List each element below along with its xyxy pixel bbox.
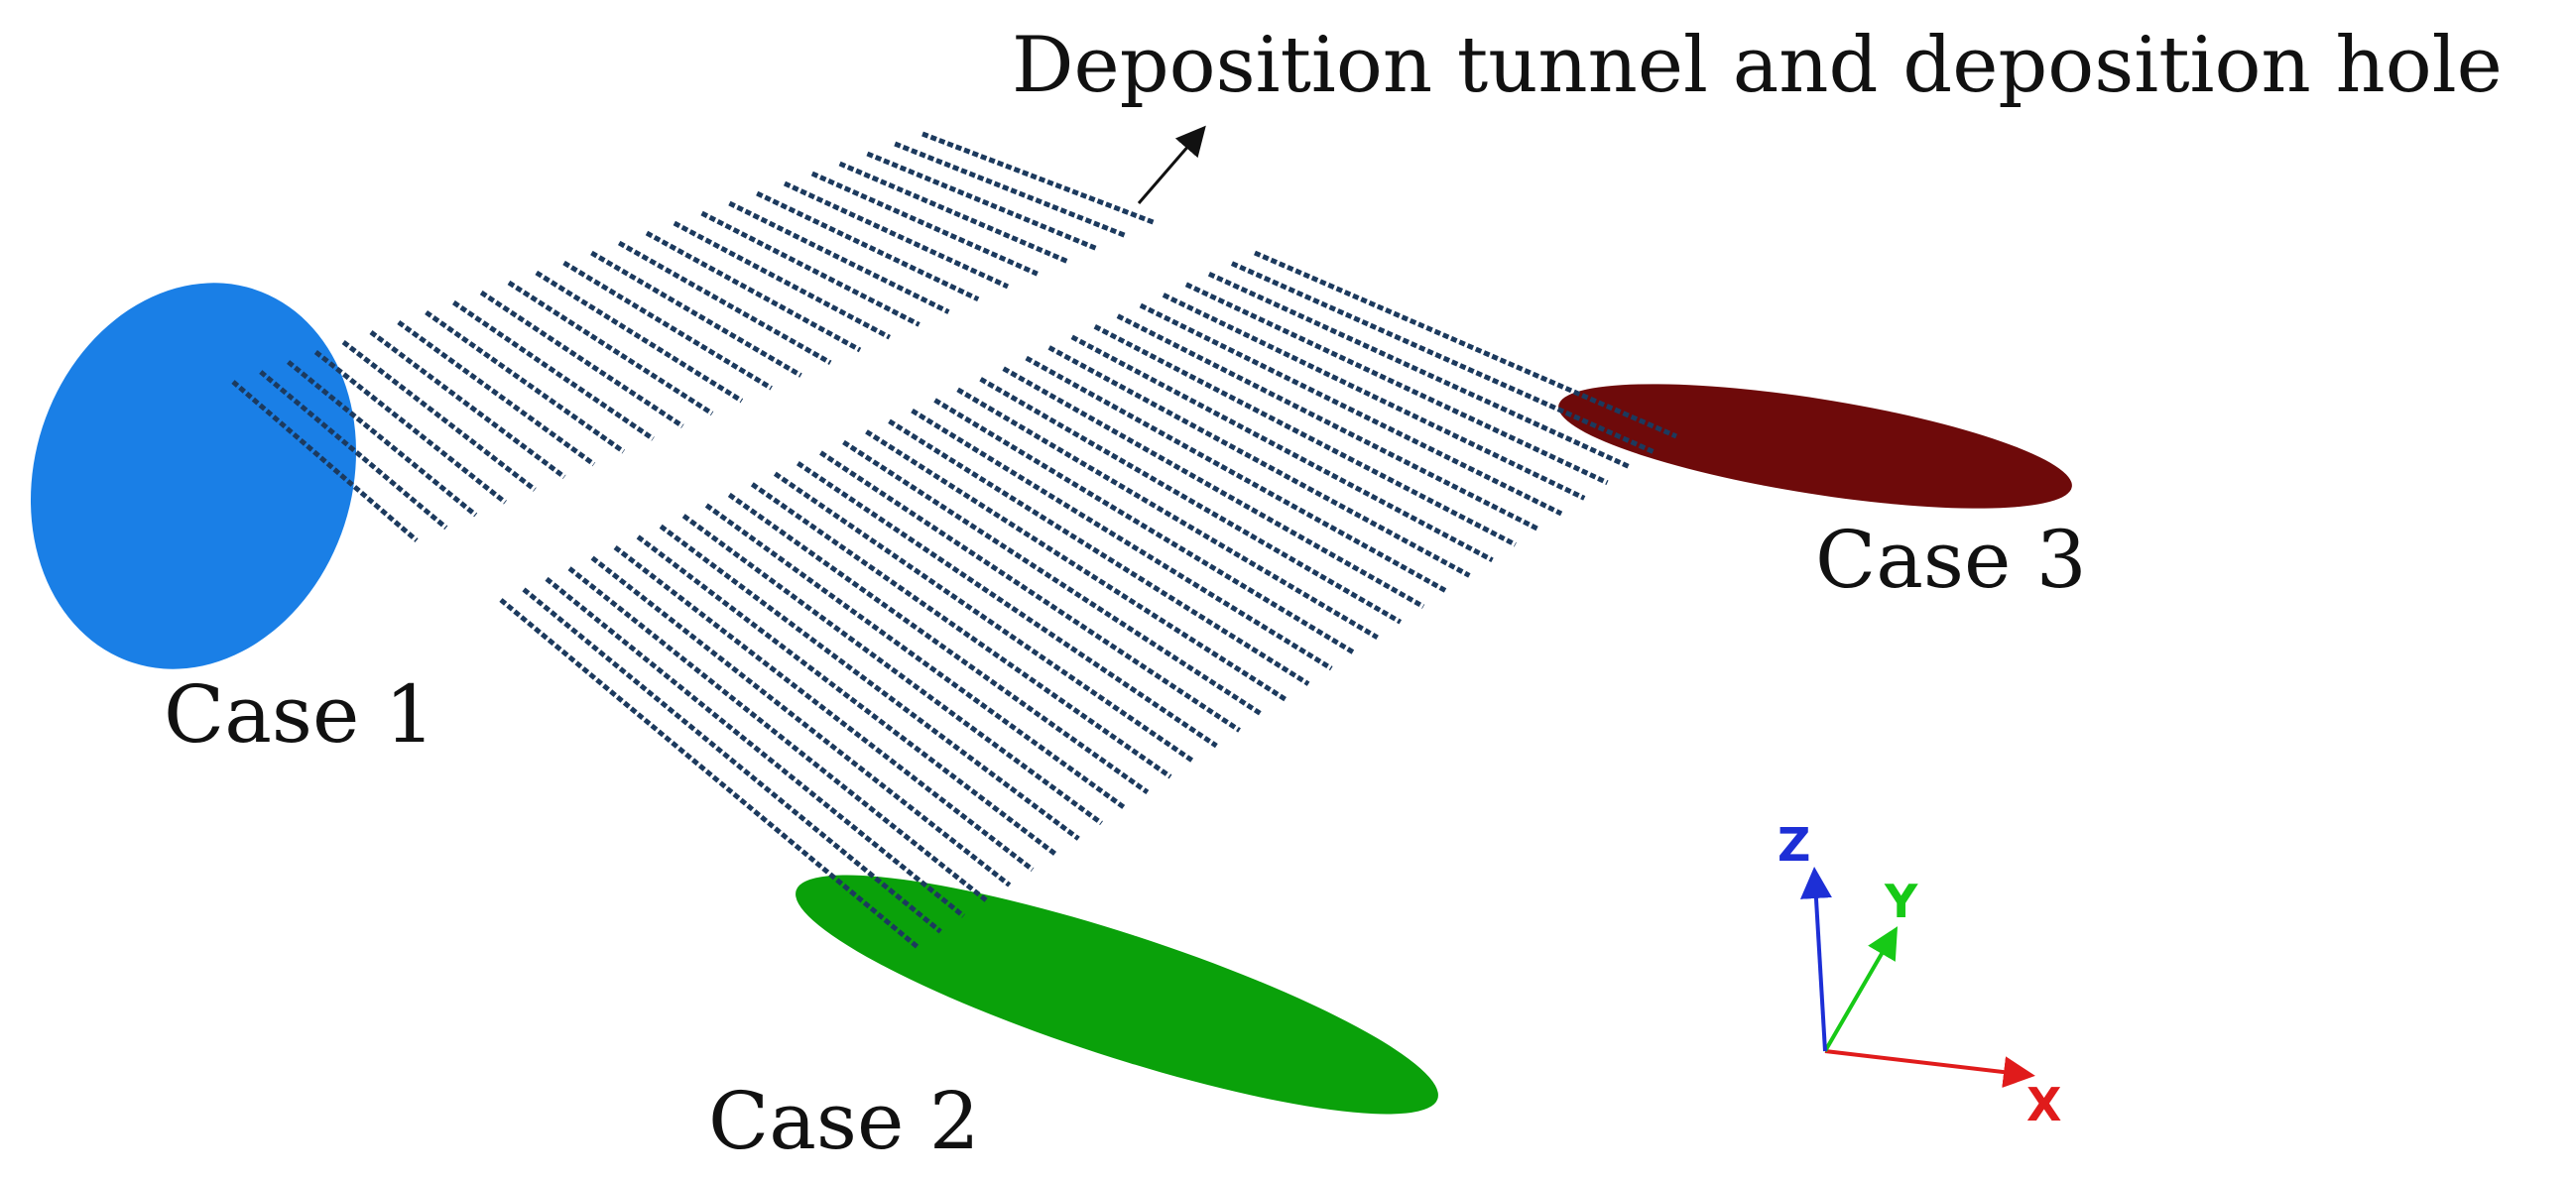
lower-tunnel-line [636, 534, 1057, 857]
lower-tunnel-line [613, 544, 1035, 872]
upper-tunnel-line [590, 250, 802, 378]
case-1-fracture-plane [30, 283, 357, 669]
lower-tunnel-line [727, 492, 1150, 794]
case-2-label: Case 2 [708, 1075, 980, 1167]
upper-tunnel-line [617, 240, 832, 365]
lower-tunnel-line [1207, 271, 1632, 470]
upper-tunnel-line [810, 171, 1039, 277]
lower-tunnel-line [567, 566, 989, 903]
lower-tunnel-line [979, 377, 1403, 625]
y-axis-arrow [1823, 926, 1899, 1053]
x-axis-arrow [1824, 1049, 2035, 1089]
z-axis-label: Z [1778, 818, 1810, 872]
lower-deposition-tunnels [499, 250, 1677, 949]
upper-tunnel-line [838, 161, 1068, 264]
case-1-label: Case 1 [164, 668, 435, 761]
upper-tunnel-line [921, 131, 1157, 226]
z-axis-arrow [1799, 867, 1832, 1052]
upper-tunnel-line [313, 350, 507, 505]
axis-triad: X Y Z [1778, 818, 2061, 1131]
upper-tunnel-line [645, 230, 862, 353]
upper-tunnel-line [369, 329, 566, 480]
upper-tunnel-line [507, 280, 714, 416]
lower-tunnel-line [750, 482, 1172, 779]
lower-tunnel-line [888, 418, 1310, 686]
lower-tunnel-line [865, 429, 1288, 702]
upper-tunnel-line [451, 299, 655, 441]
lower-tunnel-line [522, 587, 942, 934]
upper-tunnel-line [231, 380, 419, 542]
lower-tunnel-line [590, 555, 1012, 887]
upper-tunnel-line [894, 141, 1128, 239]
lower-tunnel-line [842, 439, 1265, 718]
lower-tunnel-line [659, 524, 1080, 841]
lower-tunnel-line [1047, 345, 1471, 578]
lower-tunnel-line [1230, 261, 1655, 454]
upper-tunnel-line [287, 360, 478, 518]
x-axis-label: X [2026, 1078, 2061, 1131]
case-3-label: Case 3 [1815, 514, 2087, 606]
case-3-fracture-plane [1558, 384, 2072, 509]
upper-deposition-tunnels [231, 131, 1157, 542]
lower-tunnel-line [796, 461, 1218, 749]
upper-tunnel-line [535, 270, 744, 404]
lower-tunnel-line [933, 398, 1356, 655]
upper-tunnel-line [341, 340, 537, 492]
lower-tunnel-line [1184, 282, 1609, 486]
lower-tunnel-line [499, 598, 920, 949]
upper-tunnel-line [425, 309, 626, 454]
lower-tunnel-line [773, 471, 1195, 764]
lower-tunnel-line [956, 387, 1379, 641]
lower-tunnel-line [1162, 293, 1586, 501]
upper-tunnel-line [397, 319, 596, 467]
upper-tunnel-line [673, 220, 891, 340]
upper-tunnel-line [756, 190, 980, 302]
lower-tunnel-line [911, 408, 1333, 671]
lower-tunnel-line [1139, 302, 1563, 517]
lower-tunnel-line [819, 450, 1241, 733]
lower-tunnel-line [1116, 313, 1540, 532]
lower-tunnel-line [1093, 324, 1517, 547]
lower-tunnel-line [1070, 334, 1494, 563]
upper-tunnel-line [479, 290, 684, 428]
lower-tunnel-line [681, 514, 1103, 826]
lower-tunnel-line [1254, 250, 1677, 439]
upper-tunnel-line [783, 180, 1010, 290]
upper-tunnel-line [700, 210, 920, 327]
lower-tunnel-line [1002, 366, 1425, 609]
annotation-label: Deposition tunnel and deposition hole [1012, 21, 2503, 110]
case-2-fracture-plane [796, 875, 1438, 1115]
lower-tunnel-line [545, 576, 965, 918]
upper-tunnel-line [728, 200, 950, 314]
annotation-arrow [1137, 125, 1206, 204]
y-axis-label: Y [1884, 875, 1918, 928]
lower-tunnel-line [704, 503, 1127, 810]
upper-tunnel-line [866, 151, 1098, 251]
upper-tunnel-line [562, 260, 773, 391]
upper-tunnel-line [259, 370, 448, 531]
